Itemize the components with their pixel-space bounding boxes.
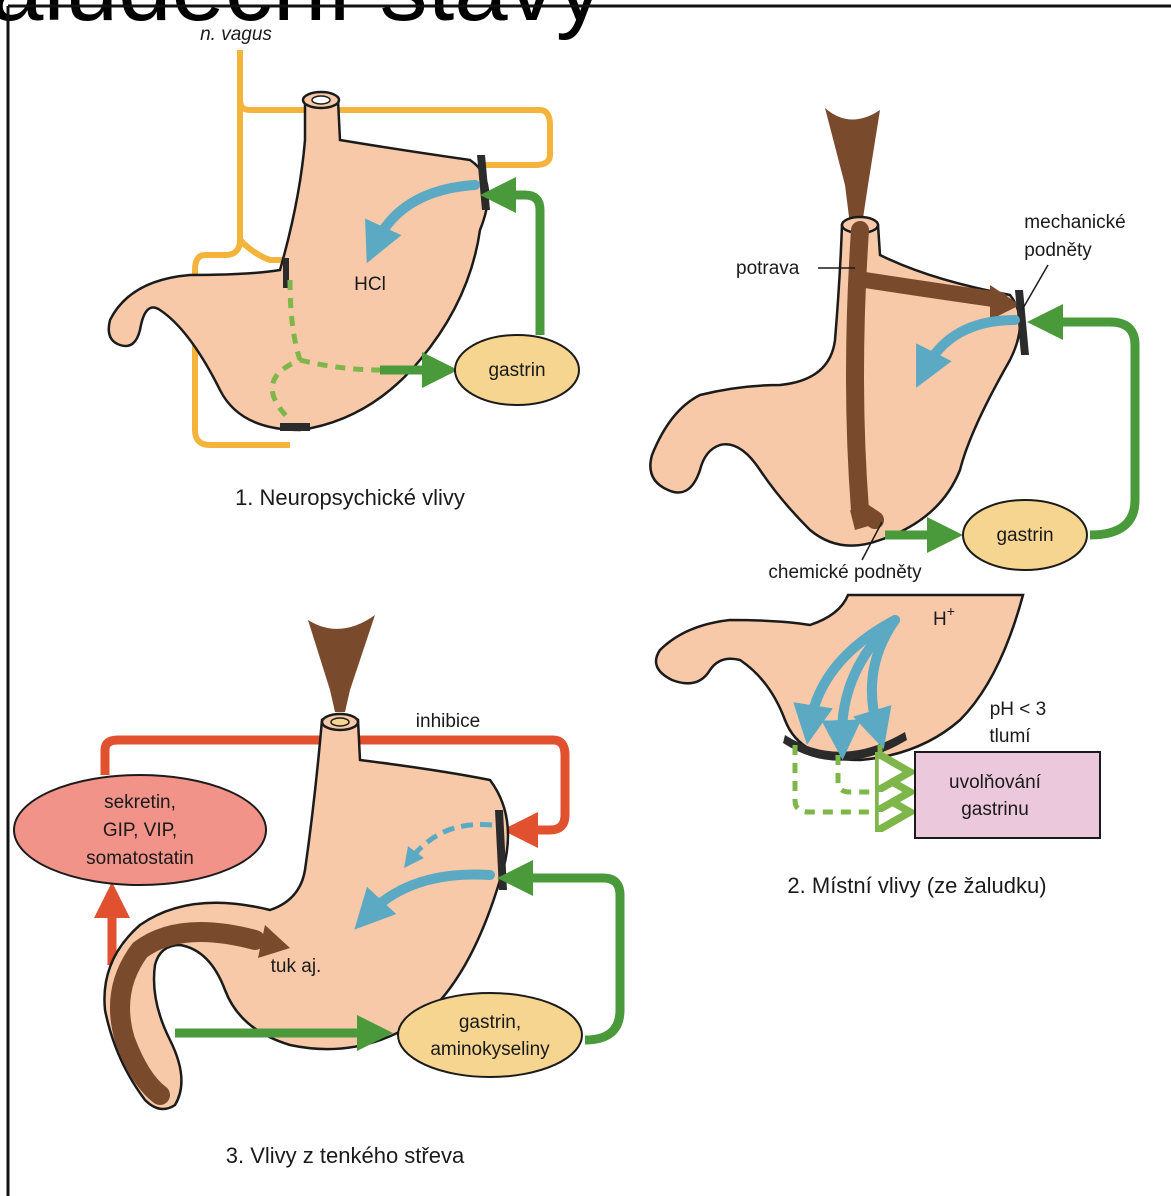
stimulus-line2: aminokyseliny — [430, 1039, 550, 1060]
g-cells-1 — [280, 423, 310, 431]
hormones-line2: GIP, VIP, — [103, 820, 177, 841]
inhibition-label: inhibice — [416, 711, 480, 732]
fat-label: tuk aj. — [271, 956, 322, 977]
caption-panel-3: 3. Vlivy z tenkého střeva — [226, 1143, 465, 1168]
release-label-line2: gastrinu — [961, 799, 1029, 820]
release-label-line1: uvolňování — [949, 772, 1042, 793]
gastrin-label-1: gastrin — [488, 360, 545, 381]
hcl-label: HCl — [354, 274, 386, 295]
stimulus-oval-3 — [398, 993, 582, 1077]
stomach-1 — [109, 100, 488, 430]
h-plus-sup: + — [947, 603, 955, 619]
hormones-line3: somatostatin — [86, 848, 194, 869]
panel-intestinal: sekretin, GIP, VIP, somatostatin gastrin… — [14, 615, 620, 1168]
chemical-label: chemické podněty — [768, 562, 922, 583]
panel-local: gastrin potrava mechanické podněty chemi… — [650, 108, 1135, 898]
gastrin-feedback-arrow-1 — [498, 195, 540, 335]
gastrin-label-2: gastrin — [996, 525, 1053, 546]
ph-label-line2: tlumí — [989, 726, 1031, 747]
gastrin-release-box — [915, 752, 1100, 838]
food-inflow-arrow-2 — [825, 108, 880, 225]
mechanical-label-line2: podněty — [1024, 240, 1092, 261]
caption-panel-2: 2. Místní vlivy (ze žaludku) — [787, 873, 1046, 898]
food-label: potrava — [736, 258, 800, 279]
ph-label-line1: pH < 3 — [990, 699, 1047, 720]
gastrin-feedback-arrow-2 — [1045, 322, 1135, 535]
stimulus-line1: gastrin, — [459, 1012, 521, 1033]
caption-panel-1: 1. Neuropsychické vlivy — [235, 485, 465, 510]
esophagus-lumen-3 — [331, 718, 349, 726]
esophagus-lumen-1 — [312, 96, 330, 104]
vagus-label: n. vagus — [200, 24, 272, 45]
food-inflow-arrow-3 — [308, 615, 375, 712]
stomach-2 — [650, 225, 1020, 546]
panel-neuropsychic: gastrin n. vagus HCl 1. Neuropsychické v… — [109, 24, 579, 510]
hormones-line1: sekretin, — [104, 792, 176, 813]
mechanical-leader-line — [1022, 265, 1048, 310]
mechanical-label-line1: mechanické — [1024, 212, 1125, 233]
h-label: H — [933, 609, 947, 630]
